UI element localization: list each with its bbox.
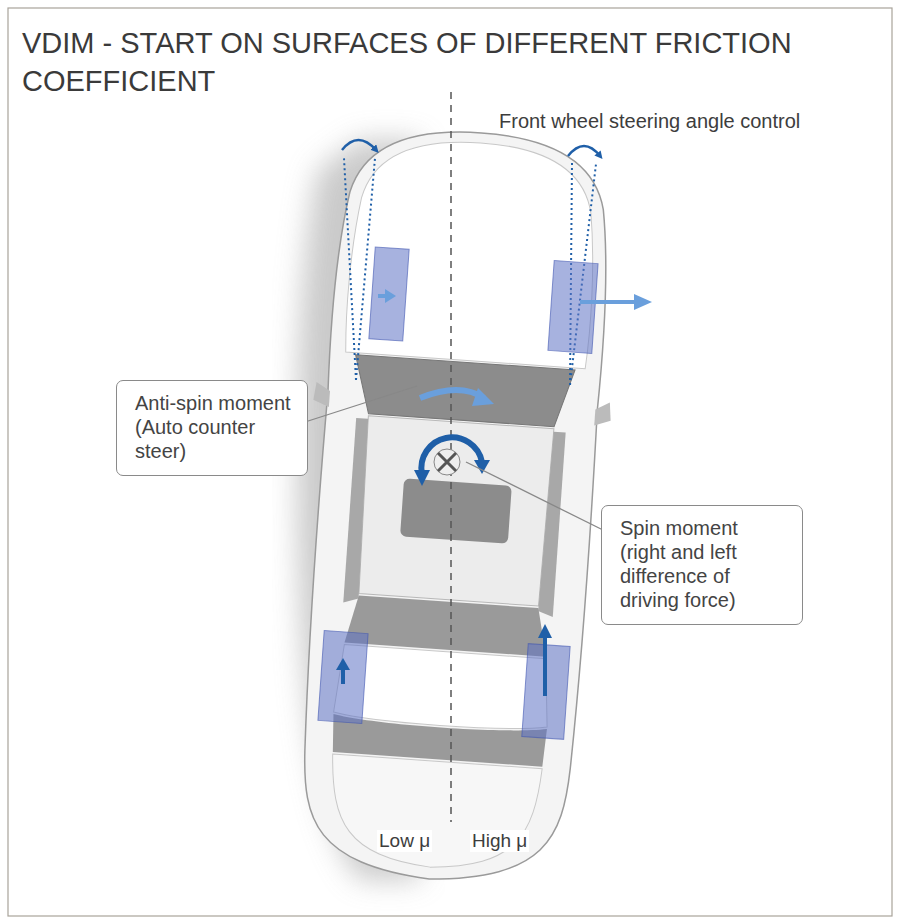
callout-text: Anti-spin moment (Auto counter steer) <box>135 391 293 463</box>
label-text: High μ <box>470 830 529 852</box>
force-arrows <box>336 289 652 696</box>
callout-text: Spin moment (right and left difference o… <box>620 516 788 612</box>
wheels <box>318 247 598 739</box>
anti-spin-arrow <box>472 388 494 406</box>
callout-box: Anti-spin moment (Auto counter steer) <box>116 380 308 476</box>
label-text: Front wheel steering angle control <box>497 110 802 133</box>
title: VDIM - START ON SURFACES OF DIFFERENT FR… <box>22 24 792 100</box>
callout-box: Spin moment (right and left difference o… <box>601 505 803 625</box>
steer-arrow <box>342 140 376 150</box>
spin-moment-arrow <box>414 437 490 486</box>
leader-line <box>305 386 417 422</box>
steer-arrow <box>568 146 600 156</box>
label-text: Low μ <box>377 830 432 852</box>
leader-line <box>466 462 603 530</box>
car-body <box>281 123 630 890</box>
frame <box>8 8 892 916</box>
